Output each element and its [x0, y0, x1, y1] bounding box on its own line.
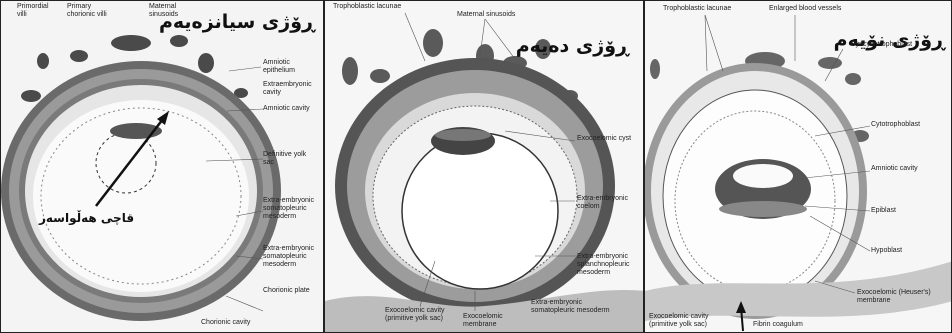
connecting-stalk-label: قاچی هەڵواسەر — [39, 211, 134, 225]
label-primitive-yolk-sac: Exocoelomic cavity (primitive yolk sac) — [649, 313, 729, 329]
label-primary-villi: Primary chorionic villi — [67, 3, 115, 19]
label-splanchnopleuric-mesoderm: Extra-embryonic splanchnopleuric mesoder… — [577, 253, 643, 277]
panel-day-9: ڕۆژی نۆیەم Trophoblastic lacunae Enlarge… — [644, 0, 952, 333]
panel-title: ڕۆژی دەیەم — [516, 35, 629, 57]
label-exocoelomic-membrane: Exocoelomic membrane — [463, 313, 523, 329]
label-cytotrophoblast: Cytotrophoblast — [871, 121, 951, 129]
label-fibrin-coagulum: Fibrin coagulum — [753, 321, 813, 329]
label-primitive-yolk-sac: Exocoelomic cavity (primitive yolk sac) — [385, 307, 457, 323]
embryo-day-13-illustration — [1, 1, 324, 333]
label-somatopleuric-mesoderm: Extra-embryonic somatopleuric mesoderm — [263, 197, 321, 221]
label-chorionic-plate: Chorionic plate — [263, 287, 321, 295]
label-splanchnopleuric-mesoderm: Extra-embryonic somatopleuric mesoderm — [263, 245, 321, 269]
label-trophoblastic-lacunae: Trophoblastic lacunae — [663, 5, 743, 13]
label-maternal-sinusoids: Maternal sinusoids — [457, 11, 527, 19]
panel-day-13: ڕۆژی سیانزەیەم قاچی هەڵواسەر Primordial … — [0, 0, 324, 333]
label-extraembryonic-cavity: Extraembryonic cavity — [263, 81, 319, 97]
label-amniotic-cavity: Amniotic cavity — [871, 165, 931, 173]
label-heusers-membrane: Exocoelomic (Heuser's) membrane — [857, 289, 949, 305]
label-exocoelomic-cyst: Exocoelomic cyst — [577, 135, 639, 143]
label-amniotic-epithelium: Amniotic epithelium — [263, 59, 319, 75]
label-hypoblast: Hypoblast — [871, 247, 931, 255]
label-maternal-sinusoids: Maternal sinusoids — [149, 3, 199, 19]
label-epiblast: Epiblast — [871, 207, 931, 215]
panel-day-10: ڕۆژی دەیەم Trophoblastic lacunae Materna… — [324, 0, 644, 333]
label-primordial-villi: Primordial villi — [17, 3, 57, 19]
label-definitive-yolk-sac: Definitive yolk sac — [263, 151, 319, 167]
label-chorionic-cavity: Chorionic cavity — [201, 319, 281, 327]
label-syncytiotrophoblast: Syncytiotrophoblast — [851, 41, 951, 49]
label-amniotic-cavity: Amniotic cavity — [263, 105, 319, 113]
label-extra-embryonic-coelom: Extra-embryonic coelom — [577, 195, 639, 211]
label-enlarged-blood-vessels: Enlarged blood vessels — [769, 5, 859, 13]
label-trophoblastic-lacunae: Trophoblastic lacunae — [333, 3, 433, 11]
label-somatopleuric-mesoderm: Extra-embryonic somatopleuric mesoderm — [531, 299, 615, 315]
